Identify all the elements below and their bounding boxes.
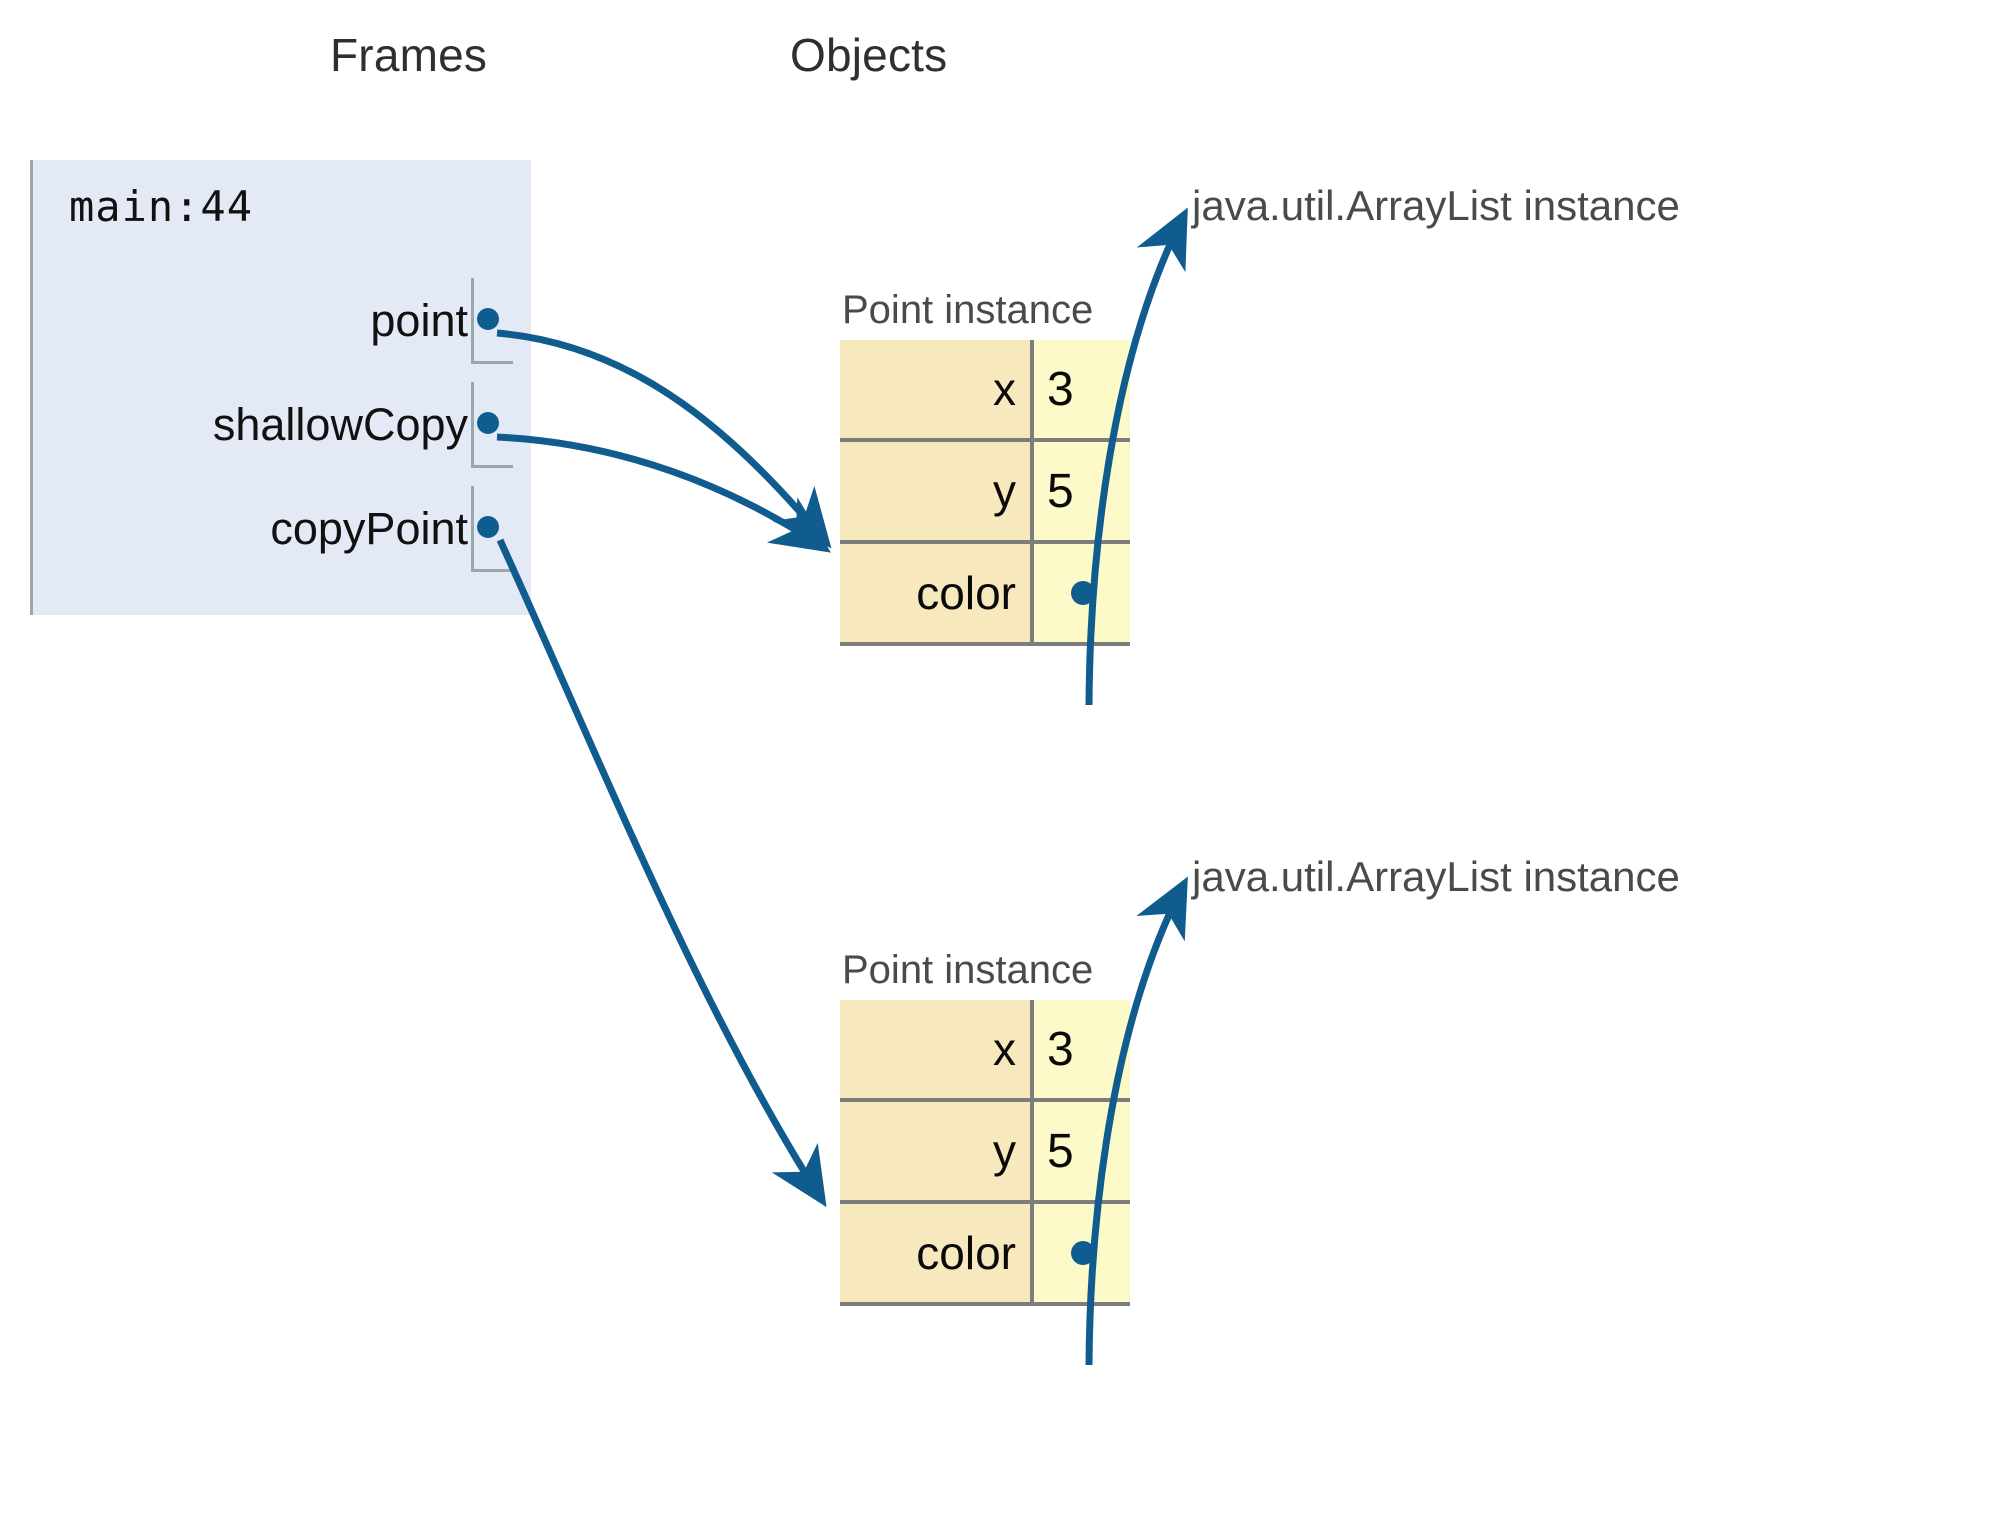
objects-column-header: Objects xyxy=(790,29,948,81)
variable-slot-bracket xyxy=(471,486,513,572)
variable-label: point xyxy=(370,295,468,346)
field-name: y xyxy=(840,442,1030,540)
field-name: x xyxy=(840,1000,1030,1098)
pointer-dot-icon xyxy=(1071,1241,1095,1265)
variable-label: copyPoint xyxy=(270,503,468,554)
field-value: 5 xyxy=(1030,442,1130,540)
frame-variable-point[interactable]: point xyxy=(33,272,531,370)
frames-column-header: Frames xyxy=(330,29,488,81)
object-field-table: x 3 y 5 color xyxy=(840,340,1130,646)
variable-label: shallowCopy xyxy=(212,399,468,450)
pointer-dot-icon xyxy=(477,516,499,538)
arrow-shallowcopy-to-top-instance xyxy=(496,433,831,553)
field-value: 5 xyxy=(1030,1102,1130,1200)
variable-slot-bracket xyxy=(471,278,513,364)
object-point-instance-top: Point instance x 3 y 5 color xyxy=(840,288,1130,646)
object-point-instance-bottom: Point instance x 3 y 5 color xyxy=(840,948,1130,1306)
field-value: 3 xyxy=(1030,340,1130,438)
arraylist-instance-label-bottom: java.util.ArrayList instance xyxy=(1192,853,1680,900)
field-name: color xyxy=(840,1204,1030,1302)
arrow-point-to-top-instance xyxy=(496,329,832,549)
field-value-reference xyxy=(1030,544,1130,642)
pointer-dot-icon xyxy=(477,412,499,434)
pointer-dot-icon xyxy=(1071,581,1095,605)
object-field-row-color: color xyxy=(840,1204,1130,1306)
arraylist-instance-label-top: java.util.ArrayList instance xyxy=(1192,182,1680,229)
object-field-row-x: x 3 xyxy=(840,340,1130,442)
object-field-row-y: y 5 xyxy=(840,442,1130,544)
stack-frame-main: main:44 point shallowCopy copyPoint xyxy=(30,160,531,615)
frame-title: main:44 xyxy=(69,182,254,231)
object-caption: Point instance xyxy=(842,288,1094,332)
field-name: y xyxy=(840,1102,1030,1200)
object-caption: Point instance xyxy=(842,948,1094,992)
frame-variable-copypoint[interactable]: copyPoint xyxy=(33,480,531,578)
object-field-row-color: color xyxy=(840,544,1130,646)
frame-variable-shallowcopy[interactable]: shallowCopy xyxy=(33,376,531,474)
arrow-copypoint-to-bottom-instance xyxy=(496,538,827,1208)
field-value: 3 xyxy=(1030,1000,1130,1098)
field-name: color xyxy=(840,544,1030,642)
variable-slot-bracket xyxy=(471,382,513,468)
object-field-table: x 3 y 5 color xyxy=(840,1000,1130,1306)
object-field-row-y: y 5 xyxy=(840,1102,1130,1204)
pointer-dot-icon xyxy=(477,308,499,330)
field-name: x xyxy=(840,340,1030,438)
field-value-reference xyxy=(1030,1204,1130,1302)
object-field-row-x: x 3 xyxy=(840,1000,1130,1102)
